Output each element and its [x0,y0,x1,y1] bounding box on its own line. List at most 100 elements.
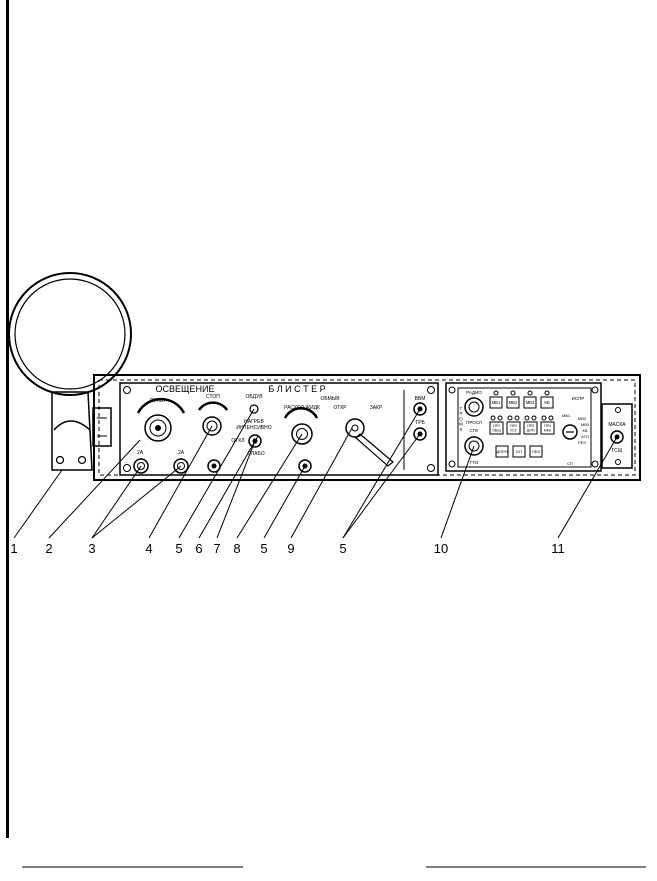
canopy-lever[interactable] [345,418,394,467]
round-mirror [8,272,132,396]
canopy-title: Б Л И С Т Е Р [268,384,325,394]
callout-number: 6 [195,541,202,556]
fuse-left-holder[interactable] [133,458,149,474]
button-lamp [531,415,537,421]
selector-position-label: АТО [581,434,589,439]
button-lamp [497,415,503,421]
heat-off-label: ОТКЛ [231,438,244,444]
callout-number: 5 [339,541,346,556]
radio-channel-button[interactable]: МВ1 [489,396,503,409]
callout-number: 5 [260,541,267,556]
radio-mode-button[interactable]: БП [512,445,526,458]
fuse-left-label: 2А [137,450,144,456]
wash-label: ОБМЫВ [320,396,340,402]
button-lamp [510,390,516,396]
stop-label: СТОП [206,394,220,400]
radio-volume-knob[interactable] [464,397,484,417]
button-lamp [548,415,554,421]
page-left-border [6,0,9,838]
callout-number: 10 [434,541,448,556]
selector-position-label: КВ [583,428,588,433]
lighting-canopy-panel [119,382,439,476]
leader-lines [13,408,618,539]
fuse-right-label: 2А [178,450,185,456]
callout-number: 9 [287,541,294,556]
radio-channel-button[interactable]: КВ [540,396,554,409]
lighting-title: ОСВЕЩЕНИЕ [156,384,215,394]
button-lamp [507,415,513,421]
selector-position-label: РЕЗ [578,440,586,445]
console-light-knob[interactable] [136,397,186,442]
svg-text:ПБЗ: ПБЗ [532,449,540,454]
callout-number: 11 [551,541,565,556]
radio-bottom-buttons: ДОРН БП ПБЗ [495,445,543,458]
callout-number: 2 [45,541,52,556]
blow-label: ОБДУВ [245,394,263,400]
radio-top-buttons: МВ1 МВ2 МВ3 КВ [489,390,554,409]
channel-selector-knob[interactable] [562,424,578,440]
svg-text:МВ2: МВ2 [509,400,518,405]
button-lamp [514,415,520,421]
callout-number: 7 [213,541,220,556]
open-label: ОТКР [333,405,347,411]
ispr-label: ИСПР [572,396,585,401]
button-lamp [524,415,530,421]
mask-title: МАСКА [608,422,626,428]
listen-label: ПРОСЛ [466,420,482,425]
callout-number: 1 [10,541,17,556]
selector-position-label: МВ1 [562,413,571,418]
fuse-right-holder[interactable] [173,458,189,474]
stop-light-knob[interactable] [197,401,229,436]
mask-panel [601,403,633,469]
radio-channel-button[interactable]: МВ3 [523,396,537,409]
radio-mode-button[interactable]: ДОРН [495,445,509,458]
button-lamp [490,415,496,421]
svg-text:МВ3: МВ3 [526,400,535,405]
radio-channel-button[interactable]: МВ2 [506,396,520,409]
radio-label: РАДИО [466,390,482,395]
selector-position-label: МВ2 [578,416,587,421]
callout-number: 3 [88,541,95,556]
callout-number: 8 [233,541,240,556]
close-label: ЗАКР [370,405,383,411]
button-lamp [493,390,499,396]
radio-mode-button[interactable]: ПБЗ [529,445,543,458]
lower-toggle-left[interactable] [207,459,221,473]
svg-text:ДОРН: ДОРН [496,449,507,454]
callout-number: 4 [145,541,152,556]
console-light-label: ПУЛЬТ [150,398,166,404]
mask-sub-label: ГСШ [612,448,623,454]
spu-label: СПУ [469,428,478,433]
button-lamp [544,390,550,396]
block-code-label: СП [567,461,573,466]
button-lamp [541,415,547,421]
edge-switch-bottom-label: ТРБ [415,420,425,426]
svg-text:МВ1: МВ1 [492,400,501,405]
blow-indicator-lamp [249,404,259,414]
mirror-mount [51,391,112,471]
svg-text:КВ: КВ [544,400,549,405]
spu-volume-knob[interactable] [464,436,484,456]
selector-position-label: МВ3 [581,422,590,427]
gto-label: ГТО [470,460,479,465]
heat-weak-label: СЛАБО [247,451,264,457]
radio-control-block [445,382,602,472]
edge-switch-top-label: ВВМ [415,396,426,402]
fluid-flow-knob[interactable] [283,407,319,445]
svg-text:БП: БП [516,449,522,454]
callout-number: 5 [175,541,182,556]
